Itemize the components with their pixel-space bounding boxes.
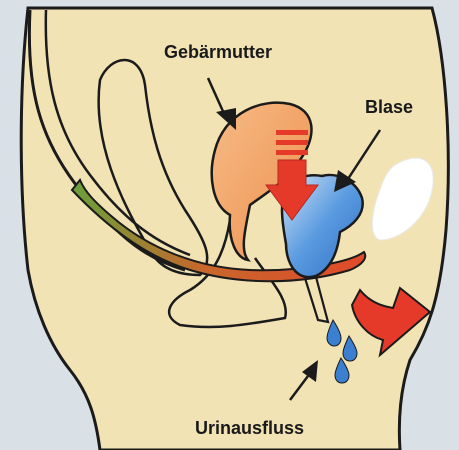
label-bladder: Blase <box>365 97 413 118</box>
label-urine-leak: Urinausfluss <box>195 418 304 439</box>
label-uterus: Gebärmutter <box>164 42 272 63</box>
